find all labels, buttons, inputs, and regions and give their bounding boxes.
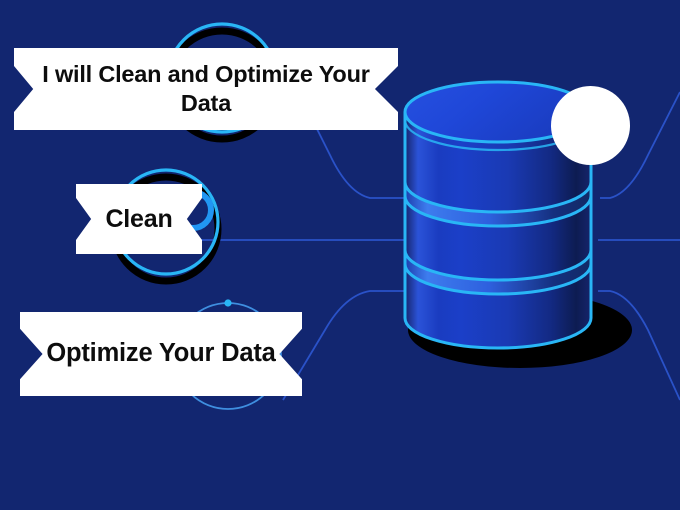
white-accent-circle	[551, 86, 630, 165]
clean-banner: Clean	[76, 184, 202, 254]
clean-banner-text: Clean	[105, 204, 173, 233]
cylinder-ring-2	[405, 250, 591, 294]
cylinder-ring-1-top-edge	[403, 181, 593, 214]
cylinder-ring-2-top-edge	[403, 249, 593, 282]
connector-line-right-bottom	[598, 290, 680, 401]
cylinder-ring-1	[405, 182, 591, 226]
circle-bottom-node-dot	[224, 299, 232, 307]
cylinder-body-outline	[403, 112, 593, 350]
cylinder-ring-1-bottom-edge	[403, 195, 593, 228]
connector-line-right-top	[600, 91, 680, 199]
connector-line-left-bottom	[282, 290, 405, 401]
optimize-banner-text: Optimize Your Data	[46, 339, 276, 368]
optimize-banner: Optimize Your Data	[20, 312, 302, 396]
cylinder-ring-2-bottom-edge	[403, 263, 593, 296]
headline-banner-text: I will Clean and Optimize Your Data	[42, 61, 370, 116]
headline-banner: I will Clean and Optimize Your Data	[14, 48, 398, 130]
connector-line-left-top	[299, 94, 405, 199]
